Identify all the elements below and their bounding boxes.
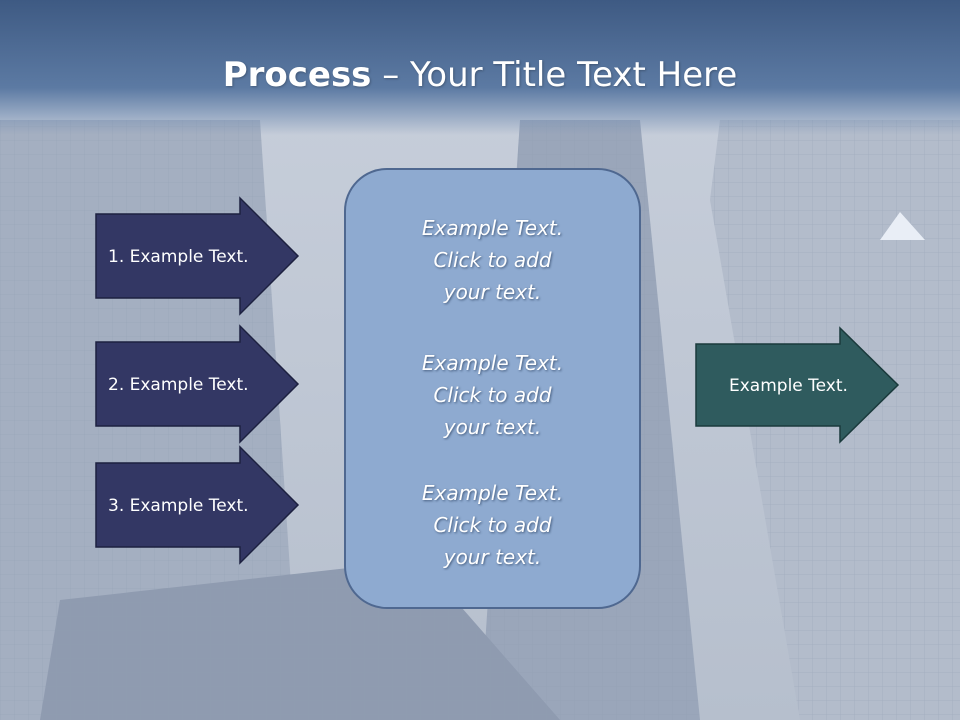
- output-arrow[interactable]: Example Text.: [695, 326, 900, 444]
- step-label-1: 1. Example Text.: [108, 247, 249, 267]
- step-arrow-2[interactable]: 2. Example Text.: [95, 324, 300, 444]
- step-label-3: 3. Example Text.: [108, 496, 249, 516]
- center-text-block-1[interactable]: Example Text. Click to add your text.: [345, 212, 640, 308]
- center-text-line: Example Text.: [421, 351, 564, 375]
- center-text-line: Click to add: [433, 383, 552, 407]
- step-label-2: 2. Example Text.: [108, 375, 249, 395]
- center-text-line: your text.: [443, 280, 542, 304]
- center-text-block-2[interactable]: Example Text. Click to add your text.: [345, 347, 640, 443]
- title-rest: – Your Title Text Here: [371, 55, 738, 95]
- center-text-block-3[interactable]: Example Text. Click to add your text.: [345, 477, 640, 573]
- output-label: Example Text.: [729, 376, 848, 396]
- title-band: [0, 0, 960, 135]
- center-process-box[interactable]: [344, 168, 641, 609]
- center-text-line: your text.: [443, 545, 542, 569]
- center-text-line: Click to add: [433, 248, 552, 272]
- center-text-line: Example Text.: [421, 216, 564, 240]
- title-bold: Process: [222, 55, 372, 95]
- center-text-line: your text.: [443, 415, 542, 439]
- page-title: Process – Your Title Text Here: [0, 52, 960, 98]
- step-arrow-1[interactable]: 1. Example Text.: [95, 196, 300, 316]
- center-text-line: Example Text.: [421, 481, 564, 505]
- center-text-line: Click to add: [433, 513, 552, 537]
- step-arrow-3[interactable]: 3. Example Text.: [95, 445, 300, 565]
